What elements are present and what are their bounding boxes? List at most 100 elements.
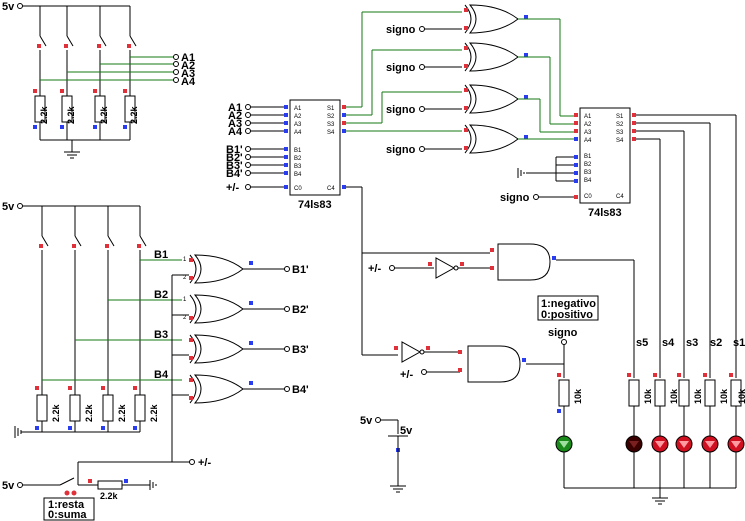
adder1-inputs: A1 A2 A3 A4 B1' B2' B3' B4' +/- xyxy=(226,102,284,194)
svg-text:A1: A1 xyxy=(584,114,592,120)
svg-text:10k: 10k xyxy=(737,388,745,404)
svg-text:A2: A2 xyxy=(584,122,592,128)
sign-output: 1:negativo 0:positivo signo 10k xyxy=(537,295,599,488)
svg-text:+/-: +/- xyxy=(226,182,239,194)
svg-text:S2: S2 xyxy=(327,114,335,120)
and-gate-upper xyxy=(490,243,556,281)
switch-a3[interactable] xyxy=(97,35,107,48)
svg-text:s3: s3 xyxy=(686,337,698,349)
xor-gate-b3 xyxy=(189,334,253,364)
svg-text:S1: S1 xyxy=(616,114,624,120)
svg-text:S4: S4 xyxy=(327,130,335,136)
svg-text:A4: A4 xyxy=(228,126,243,138)
not-gate-upper xyxy=(428,257,464,279)
svg-text:+/-: +/- xyxy=(400,369,413,381)
svg-text:A3: A3 xyxy=(584,130,592,136)
and-gate-lower xyxy=(458,345,526,383)
xor-gate-s4 xyxy=(464,124,528,154)
svg-text:A3: A3 xyxy=(294,122,302,128)
svg-text:10k: 10k xyxy=(573,388,583,404)
mode-note-box xyxy=(43,497,95,521)
svg-text:B3: B3 xyxy=(294,164,302,170)
svg-text:signo: signo xyxy=(548,327,578,339)
svg-text:5v: 5v xyxy=(2,201,15,213)
svg-text:B3': B3' xyxy=(226,160,243,172)
svg-text:5v: 5v xyxy=(400,425,413,437)
mode-note-line2: 0:suma xyxy=(48,509,87,521)
a2-label: A2 xyxy=(181,60,195,72)
svg-text:2.2k: 2.2k xyxy=(84,403,94,422)
svg-text:10k: 10k xyxy=(643,388,653,404)
svg-text:2.2k: 2.2k xyxy=(117,403,127,422)
switch-b1[interactable] xyxy=(39,235,49,248)
svg-text:s1: s1 xyxy=(733,337,745,349)
xor-gate-s2 xyxy=(464,42,528,72)
svg-text:S3: S3 xyxy=(616,130,624,136)
svg-text:s4: s4 xyxy=(662,337,675,349)
switch-a2[interactable] xyxy=(64,35,74,48)
svg-text:2.2k: 2.2k xyxy=(100,491,119,501)
switch-mode[interactable] xyxy=(59,477,77,496)
svg-text:signo: signo xyxy=(386,24,416,36)
ground-icon xyxy=(652,497,668,505)
not-gate-lower xyxy=(394,341,430,363)
ground-icon xyxy=(64,151,80,159)
svg-text:2: 2 xyxy=(183,275,187,281)
mode-note-line1: 1:resta xyxy=(48,499,85,511)
svg-text:B2: B2 xyxy=(154,289,168,301)
xor-bank-b: 1 2 1 2 B1' B2' B3' xyxy=(171,254,309,469)
svg-text:B4': B4' xyxy=(292,384,309,396)
svg-text:signo: signo xyxy=(386,62,416,74)
sign-note-line1: 1:negativo xyxy=(541,298,596,310)
svg-text:B2': B2' xyxy=(292,304,309,316)
vcc-terminal xyxy=(17,3,23,9)
svg-text:10k: 10k xyxy=(669,388,679,404)
svg-text:S2: S2 xyxy=(616,122,624,128)
xor-gate-s3 xyxy=(464,84,528,114)
svg-text:74ls83: 74ls83 xyxy=(588,207,622,219)
svg-text:signo: signo xyxy=(386,144,416,156)
xor-gate-b1: 1 2 xyxy=(183,254,253,284)
svg-text:B4': B4' xyxy=(226,168,243,180)
switch-b3[interactable] xyxy=(105,235,115,248)
sign-note-line2: 0:positivo xyxy=(541,309,593,321)
svg-text:B3': B3' xyxy=(292,344,309,356)
a4-label: A4 xyxy=(181,76,196,88)
svg-text:signo: signo xyxy=(386,104,416,116)
svg-text:signo: signo xyxy=(500,192,530,204)
svg-text:B2: B2 xyxy=(294,156,302,162)
svg-text:S4: S4 xyxy=(616,138,624,144)
svg-text:10k: 10k xyxy=(719,388,729,404)
switch-b4[interactable] xyxy=(137,235,147,248)
svg-text:A4: A4 xyxy=(294,130,302,136)
svg-text:+/-: +/- xyxy=(198,457,211,469)
svg-text:A3: A3 xyxy=(228,118,242,130)
resistor-b: 2.2k 2.2k 2.2k 2.2k xyxy=(35,386,159,430)
vcc-label: 5v xyxy=(2,1,15,13)
ground-icon xyxy=(14,426,22,438)
svg-text:B4: B4 xyxy=(154,369,169,381)
svg-text:2.2k: 2.2k xyxy=(149,403,159,422)
xor-gate-b2: 1 2 xyxy=(183,294,253,324)
resistor-a: 2.2k 2.2k 2.2k 2.2k xyxy=(33,89,139,129)
svg-text:A1: A1 xyxy=(228,102,242,114)
svg-text:s5: s5 xyxy=(636,337,648,349)
svg-text:A2: A2 xyxy=(228,110,242,122)
svg-text:B3: B3 xyxy=(584,170,592,176)
svg-text:B1': B1' xyxy=(226,144,243,156)
svg-text:C0: C0 xyxy=(294,186,302,192)
switch-b2[interactable] xyxy=(72,235,82,248)
svg-text:+/-: +/- xyxy=(368,263,381,275)
svg-text:C0: C0 xyxy=(584,194,592,200)
switch-a1[interactable] xyxy=(37,35,47,48)
switch-a4[interactable] xyxy=(127,35,137,48)
sign-logic: +/- +/- xyxy=(368,243,635,383)
svg-text:S1: S1 xyxy=(327,106,335,112)
a1-label: A1 xyxy=(181,52,195,64)
svg-text:2: 2 xyxy=(183,315,187,321)
svg-text:10k: 10k xyxy=(693,388,703,404)
svg-text:5v: 5v xyxy=(2,480,15,492)
svg-text:74ls83: 74ls83 xyxy=(298,199,332,211)
power-supply: 5v 5v xyxy=(360,415,413,493)
